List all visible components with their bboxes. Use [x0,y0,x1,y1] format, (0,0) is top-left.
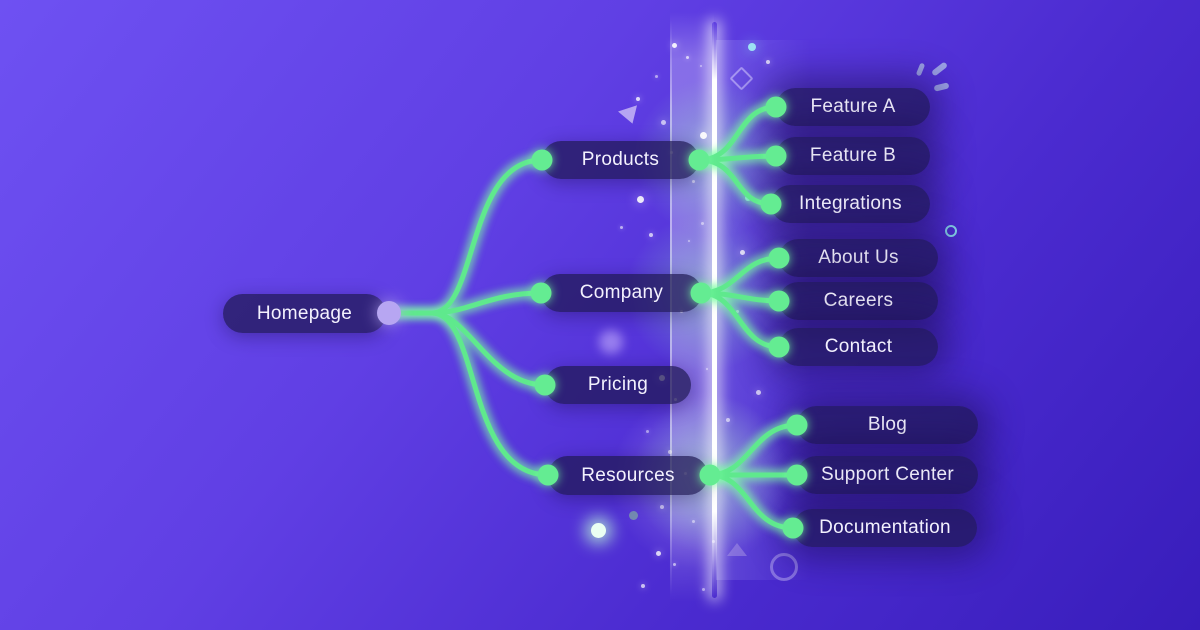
particle [692,180,695,183]
particle [620,226,623,229]
glowing-dot-decoration [591,523,606,538]
node-careers: Careers [779,282,938,320]
particle [673,563,676,566]
blurred-dot-decoration [599,330,623,354]
particle [686,56,689,59]
node-label: Documentation [819,517,951,538]
node-pricing: Pricing [545,366,691,404]
particle [661,120,666,125]
particle [736,310,739,313]
node-label: Products [581,149,660,170]
particle [766,60,770,64]
node-label: Pricing [587,374,649,395]
node-feature-a: Feature A [776,88,930,126]
node-label: Homepage [256,302,353,324]
node-label: Feature A [810,96,896,117]
particle [641,584,645,588]
particle [700,65,702,67]
node-label: Contact [824,336,893,357]
particle [700,132,707,139]
node-label: Support Center [820,464,955,485]
circle-decoration [770,553,798,581]
node-resources: Resources [548,456,708,495]
particle [740,250,745,255]
sparkle-icon [930,61,949,77]
node-documentation: Documentation [793,509,977,547]
particle [672,43,677,48]
particle [668,450,672,454]
particle [706,368,708,370]
node-label: Company [579,282,664,303]
particle [748,43,756,51]
particle [726,418,730,422]
particle [656,551,661,556]
sparkle-icon [933,82,950,92]
particle [637,196,644,203]
node-label: Blog [867,414,908,435]
dot-decoration [629,511,638,520]
particle [756,390,761,395]
particle [692,520,695,523]
node-label: About Us [818,247,899,268]
circle-decoration [945,225,957,237]
particle [660,505,664,509]
node-products: Products [542,141,699,179]
node-label: Careers [823,290,894,311]
node-label: Feature B [809,145,897,166]
node-homepage: Homepage [223,294,386,333]
node-feature-b: Feature B [776,137,930,175]
node-contact: Contact [779,328,938,366]
particle [712,540,715,543]
sparkle-icon [915,62,926,77]
node-support-center: Support Center [797,456,978,494]
light-beam-line [712,22,717,598]
particle [745,195,751,201]
particle [701,222,704,225]
node-blog: Blog [797,406,978,444]
particle [636,97,640,101]
node-integrations: Integrations [771,185,930,223]
particle [688,240,690,242]
particle [646,430,649,433]
particle [655,75,658,78]
particle [702,588,705,591]
node-label: Resources [581,464,675,486]
node-company: Company [541,274,702,312]
node-about-us: About Us [779,239,938,277]
triangle-decoration [727,543,747,556]
triangle-decoration [618,105,642,127]
particle [649,233,653,237]
particle [712,90,715,93]
node-label: Integrations [799,193,902,214]
